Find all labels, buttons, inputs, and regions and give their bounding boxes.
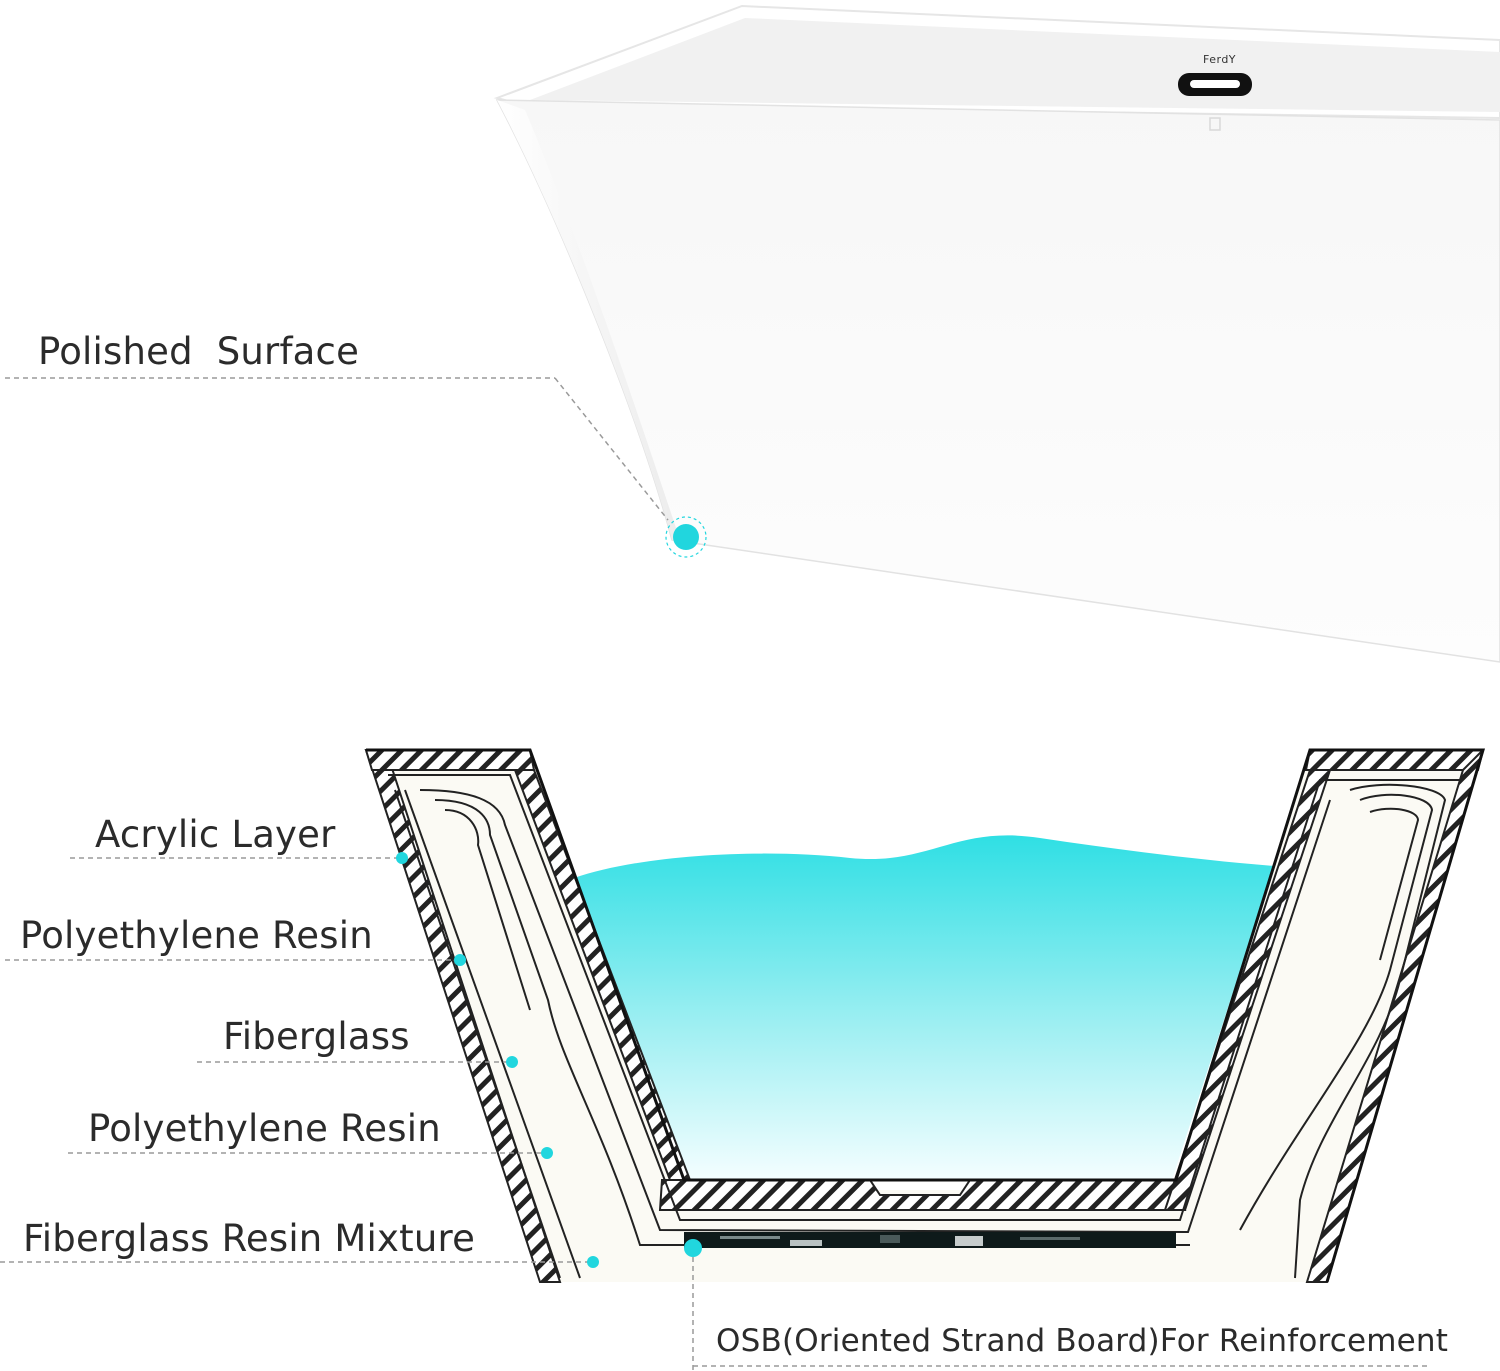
osb-dot [684, 1239, 702, 1257]
fiberglass-resin-mixture-dot [587, 1256, 599, 1268]
polished-surface-dot [673, 524, 699, 550]
left-hatch-top [364, 749, 536, 771]
label-acrylic-layer: Acrylic Layer [95, 813, 336, 856]
label-polyethylene-resin-2: Polyethylene Resin [88, 1107, 441, 1150]
section-outline [366, 748, 1486, 1283]
label-fiberglass-resin-mixture: Fiberglass Resin Mixture [23, 1217, 476, 1260]
bathtub-render [493, 4, 1500, 663]
label-osb: OSB(Oriented Strand Board)For Reinforcem… [716, 1323, 1449, 1359]
label-fiberglass: Fiberglass [223, 1015, 410, 1058]
tub-inner [530, 18, 1500, 112]
fiberglass-dot [506, 1056, 518, 1068]
polyethylene-resin-dot-1 [454, 954, 466, 966]
bottom-hatch [658, 1179, 1187, 1211]
tub-side-face [497, 100, 680, 540]
label-polished-surface: Polished Surface [38, 330, 360, 373]
layer-contours [388, 774, 1460, 1279]
label-polyethylene-resin-1: Polyethylene Resin [20, 914, 373, 957]
drain-mark-icon [1209, 117, 1221, 131]
right-hatch-top [1304, 749, 1485, 771]
brand-mark: FerdY [1203, 53, 1236, 66]
osb-board [684, 1232, 1176, 1248]
section-callout-leaders [0, 857, 1430, 1370]
section-callout-dots [396, 852, 702, 1268]
tub-front-face [495, 99, 1500, 663]
polyethylene-resin-dot-2 [541, 1147, 553, 1159]
callout-polished-surface [5, 377, 707, 558]
water-fill [574, 835, 1274, 1180]
acrylic-layer-dot [396, 852, 408, 864]
cross-section [364, 748, 1486, 1283]
